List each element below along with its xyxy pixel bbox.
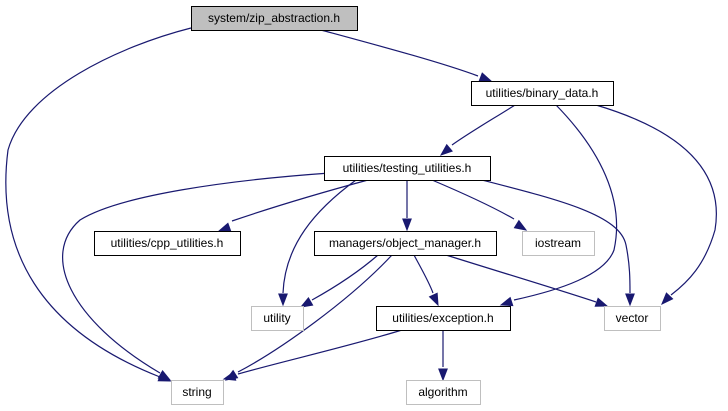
edge-line xyxy=(413,254,434,294)
edge-line xyxy=(237,329,403,375)
edge-objmgr-to-utility xyxy=(299,254,379,308)
arrowhead xyxy=(438,368,448,382)
node-zip[interactable]: system/zip_abstraction.h xyxy=(191,6,358,31)
node-label: system/zip_abstraction.h xyxy=(208,11,340,25)
edge-testing-to-iostream xyxy=(431,179,528,231)
edge-binary-to-testing xyxy=(439,104,516,156)
node-label: utilities/binary_data.h xyxy=(486,86,599,100)
arrowhead xyxy=(513,219,528,231)
edge-testing-to-string xyxy=(62,172,331,381)
edge-line xyxy=(311,254,379,301)
edge-testing-to-utility xyxy=(278,179,357,307)
edge-line xyxy=(231,179,369,222)
edge-binary-to-vector xyxy=(595,104,717,306)
edge-zip-to-binary xyxy=(320,29,493,82)
arrowhead xyxy=(217,222,232,232)
node-box xyxy=(314,231,497,256)
edge-line xyxy=(282,179,357,294)
edge-testing-to-vector xyxy=(481,179,635,307)
edge-exception-to-string xyxy=(222,329,403,381)
edge-testing-to-cpp xyxy=(217,179,369,232)
node-label: utilities/testing_utilities.h xyxy=(343,161,472,175)
node-box xyxy=(94,231,241,256)
node-label: utilities/exception.h xyxy=(392,311,493,325)
node-box xyxy=(604,306,661,331)
arrowhead xyxy=(499,296,514,307)
edge-objmgr-to-string xyxy=(224,254,393,381)
node-box xyxy=(376,306,511,331)
edge-line xyxy=(62,172,331,374)
node-label: utility xyxy=(263,311,290,325)
arrowhead xyxy=(439,143,453,156)
edge-line xyxy=(595,104,717,296)
edge-line xyxy=(481,179,631,294)
edge-line xyxy=(445,254,597,303)
edge-line xyxy=(237,254,393,373)
arrowhead xyxy=(478,72,493,82)
edge-exception-to-algorithm xyxy=(438,330,448,382)
node-label: iostream xyxy=(535,236,581,250)
edge-objmgr-to-vector xyxy=(445,254,609,307)
arrowhead xyxy=(299,296,314,308)
node-box xyxy=(191,6,358,31)
node-box xyxy=(522,231,595,256)
edge-line xyxy=(5,27,192,378)
node-label: utilities/cpp_utilities.h xyxy=(111,236,224,250)
arrowhead xyxy=(157,369,172,381)
node-box xyxy=(171,380,224,405)
node-algorithm: algorithm xyxy=(406,380,481,405)
arrowhead xyxy=(278,293,288,307)
node-box xyxy=(324,156,491,181)
node-box xyxy=(471,81,614,106)
edge-line xyxy=(320,29,479,77)
arrowhead xyxy=(428,292,439,307)
node-vector: vector xyxy=(604,306,661,331)
node-label: vector xyxy=(616,311,649,325)
node-label: algorithm xyxy=(418,385,467,399)
edge-line xyxy=(451,104,516,146)
edges-layer xyxy=(5,27,717,382)
arrowhead xyxy=(625,293,635,307)
arrowhead xyxy=(594,297,609,307)
node-label: string xyxy=(182,385,211,399)
edge-objmgr-to-exception xyxy=(413,254,439,307)
node-label: managers/object_manager.h xyxy=(329,236,481,250)
nodes-layer: system/zip_abstraction.h utilities/binary… xyxy=(94,6,661,405)
node-testing[interactable]: utilities/testing_utilities.h xyxy=(324,156,491,181)
node-objmgr[interactable]: managers/object_manager.h xyxy=(314,231,497,256)
edge-line xyxy=(431,179,515,220)
node-cpp[interactable]: utilities/cpp_utilities.h xyxy=(94,231,241,256)
edge-testing-to-objmgr xyxy=(402,180,412,232)
node-binary[interactable]: utilities/binary_data.h xyxy=(471,81,614,106)
node-iostream: iostream xyxy=(522,231,595,256)
edge-line xyxy=(513,104,618,301)
node-utility: utility xyxy=(251,306,304,331)
arrowhead xyxy=(222,371,237,381)
node-box xyxy=(406,380,481,405)
node-string: string xyxy=(171,380,224,405)
node-exception[interactable]: utilities/exception.h xyxy=(376,306,511,331)
node-box xyxy=(251,306,304,331)
arrowhead xyxy=(402,218,412,232)
arrowhead xyxy=(661,292,674,306)
edge-zip-to-string xyxy=(5,27,192,382)
edge-binary-to-exception xyxy=(499,104,618,307)
